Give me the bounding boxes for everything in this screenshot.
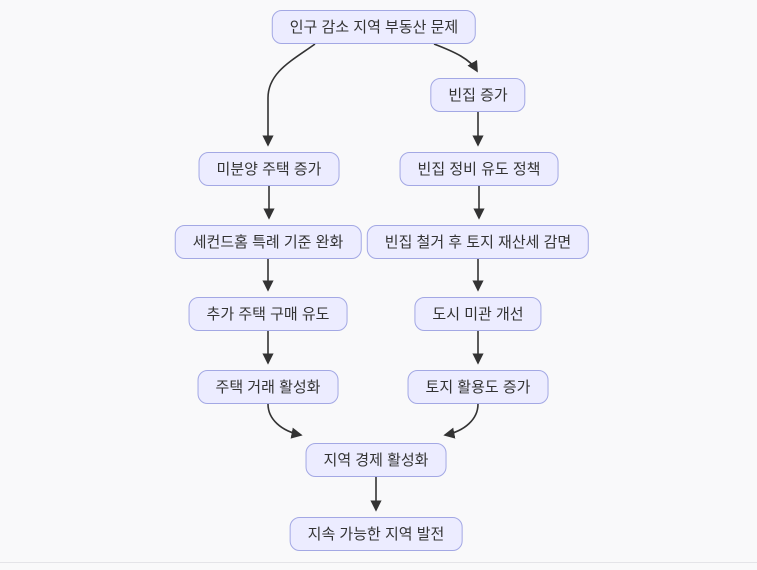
flow-node-secondhome-rule-easing: 세컨드홈 특례 기준 완화 (174, 225, 362, 259)
flow-node-unsold-housing-increase: 미분양 주택 증가 (198, 152, 340, 186)
edge-transactions-to-economy (267, 403, 303, 439)
flow-node-housing-transactions: 주택 거래 활성화 (197, 370, 339, 404)
flow-node-urban-aesthetics: 도시 미관 개선 (414, 297, 542, 331)
edge-landuse-to-economy (443, 403, 479, 439)
flow-node-regional-economy: 지역 경제 활성화 (305, 443, 447, 477)
edge-problem-to-unsold (262, 43, 316, 147)
flow-node-empty-houses-increase: 빈집 증가 (430, 78, 526, 112)
flow-node-population-decline-problem: 인구 감소 지역 부동산 문제 (271, 10, 477, 44)
canvas-bottom-edge (0, 562, 757, 563)
edge-problem-to-empty-houses (433, 43, 478, 73)
flow-node-empty-house-policy: 빈집 정비 유도 정책 (399, 152, 559, 186)
flow-node-land-utilization: 토지 활용도 증가 (407, 370, 549, 404)
flow-node-demolition-tax-reduction: 빈집 철거 후 토지 재산세 감면 (366, 225, 590, 259)
flow-node-additional-purchase: 추가 주택 구매 유도 (188, 297, 348, 331)
flow-node-sustainable-development: 지속 가능한 지역 발전 (289, 517, 463, 551)
